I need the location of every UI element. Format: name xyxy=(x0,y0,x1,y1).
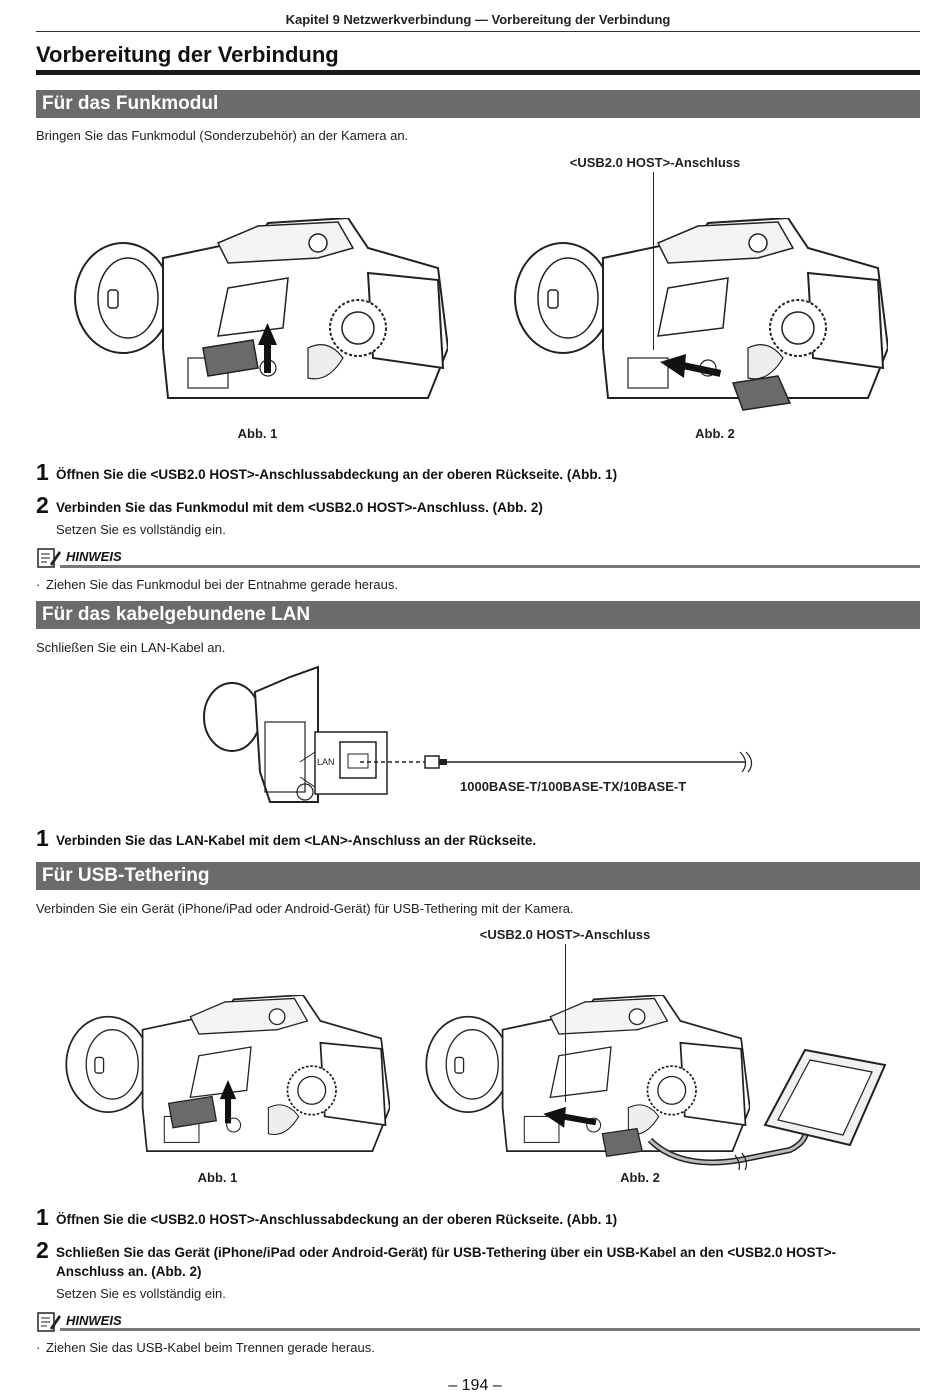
note-bullet-text: Ziehen Sie das Funkmodul bei der Entnahm… xyxy=(46,577,398,592)
running-header: Kapitel 9 Netzwerkverbindung — Vorbereit… xyxy=(285,12,671,27)
step-text-line1: Schließen Sie das Gerät (iPhone/iPad ode… xyxy=(56,1245,837,1260)
step-subtext: Setzen Sie es vollständig ein. xyxy=(56,522,226,537)
usb-intro: Verbinden Sie ein Gerät (iPhone/iPad ode… xyxy=(36,901,574,916)
arrow-left-icon xyxy=(543,1106,597,1128)
note-bullet: ·Ziehen Sie das USB-Kabel beim Trennen g… xyxy=(36,1340,375,1355)
note-bullet: ·Ziehen Sie das Funkmodul bei der Entnah… xyxy=(36,577,398,592)
page-title: Vorbereitung der Verbindung xyxy=(36,42,339,67)
lan-intro: Schließen Sie ein LAN-Kabel an. xyxy=(36,640,226,655)
camera-illustration-abb2 xyxy=(425,995,750,1158)
arrow-up-icon xyxy=(258,323,277,373)
usb-host-callout-label: <USB2.0 HOST>-Anschluss xyxy=(569,155,741,170)
lan-port-label: LAN xyxy=(317,757,335,767)
step-text: Öffnen Sie die <USB2.0 HOST>-Anschlussab… xyxy=(56,1212,618,1227)
step-text: Verbinden Sie das LAN-Kabel mit dem <LAN… xyxy=(56,833,537,848)
step-text: Öffnen Sie die <USB2.0 HOST>-Anschlussab… xyxy=(56,467,618,482)
usb-fig2-caption: Abb. 2 xyxy=(620,1170,660,1185)
note-rule xyxy=(60,565,920,568)
note-rule xyxy=(60,1328,920,1331)
step-number: 1 xyxy=(36,1204,49,1230)
usb-cable-tablet-illustration xyxy=(647,1048,887,1170)
usb-host-callout-line xyxy=(565,944,566,1102)
camera-illustration-abb1 xyxy=(65,995,390,1152)
camera-illustration-abb2 xyxy=(514,218,888,411)
section-title-usb-tethering: Für USB-Tethering xyxy=(36,862,920,890)
note-label: HINWEIS xyxy=(66,549,122,564)
usb-host-callout-label: <USB2.0 HOST>-Anschluss xyxy=(479,927,651,942)
step-number: 2 xyxy=(36,1237,49,1263)
tablet-icon xyxy=(763,1048,887,1147)
arrow-up-icon xyxy=(219,1080,237,1124)
page-number: – 194 – xyxy=(448,1377,502,1394)
note-label: HINWEIS xyxy=(66,1313,122,1328)
usb-host-callout-line xyxy=(653,172,654,350)
note-bullet-text: Ziehen Sie das USB-Kabel beim Trennen ge… xyxy=(46,1340,375,1355)
usb-fig1-caption: Abb. 1 xyxy=(197,1170,238,1185)
step-number: 2 xyxy=(36,492,49,518)
funkmodul-intro: Bringen Sie das Funkmodul (Sonderzubehör… xyxy=(36,128,409,143)
step-text: Verbinden Sie das Funkmodul mit dem <USB… xyxy=(56,500,543,515)
step-text-line2: Anschluss an. (Abb. 2) xyxy=(56,1264,202,1279)
lan-illustration xyxy=(203,665,753,803)
section-title-funkmodul: Für das Funkmodul xyxy=(36,90,920,118)
step-subtext: Setzen Sie es vollständig ein. xyxy=(56,1286,226,1301)
note-pencil-icon xyxy=(37,548,61,568)
funkmodul-fig1-caption: Abb. 1 xyxy=(237,426,278,441)
note-pencil-icon xyxy=(37,1312,61,1332)
funkmodul-fig2-caption: Abb. 2 xyxy=(695,426,735,441)
step-number: 1 xyxy=(36,459,49,485)
title-rule xyxy=(36,70,920,75)
section-title-lan: Für das kabelgebundene LAN xyxy=(36,601,920,629)
arrow-left-icon xyxy=(660,354,722,378)
camera-illustration-abb1 xyxy=(74,218,448,399)
step-number: 1 xyxy=(36,825,49,851)
lan-cable-label: 1000BASE-T/100BASE-TX/10BASE-T xyxy=(460,779,687,794)
header-rule xyxy=(36,31,920,32)
